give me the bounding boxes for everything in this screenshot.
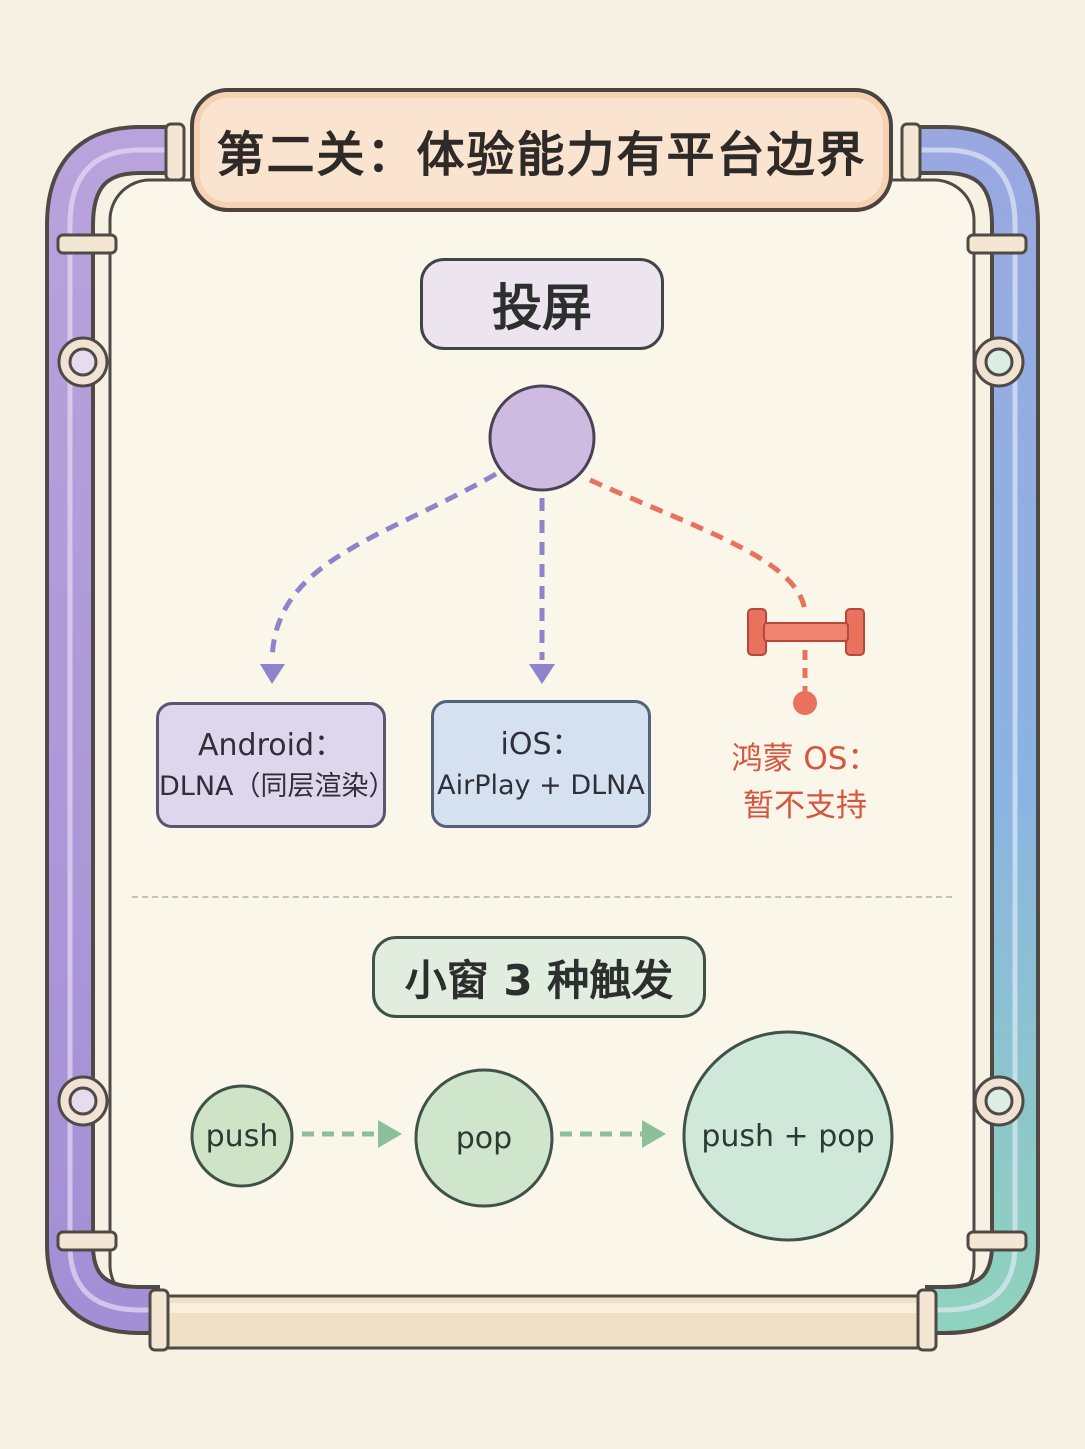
level-title-banner: 第二关：体验能力有平台边界	[190, 88, 893, 212]
cast-heading: 投屏	[420, 258, 664, 350]
harmony-detail: 暂不支持	[743, 787, 867, 824]
pipe-joint	[966, 1230, 1028, 1252]
pipe-joint	[56, 233, 118, 255]
ios-platform-box: iOS： AirPlay + DLNA	[431, 700, 651, 828]
pipe-joint	[56, 1230, 118, 1252]
trigger-label-push: push	[205, 1118, 279, 1154]
android-platform-box: Android： DLNA（同层渲染）	[156, 702, 396, 828]
trigger-node-push-pop	[682, 1030, 894, 1242]
harmony-endpoint	[793, 691, 817, 715]
pipe-joint	[916, 1288, 938, 1352]
pipe-joint	[148, 1288, 170, 1352]
trigger-node-pop	[414, 1068, 554, 1208]
ios-detail: AirPlay + DLNA	[437, 770, 645, 802]
android-detail: DLNA（同层渲染）	[159, 771, 396, 803]
pipe-joint	[966, 233, 1028, 255]
pipe-joint	[164, 122, 186, 182]
trigger-label-push-pop: push + pop	[701, 1118, 875, 1154]
android-name: Android：	[198, 727, 344, 763]
arrow-head-ios	[529, 664, 555, 684]
level-title: 第二关：体验能力有平台边界	[216, 127, 867, 183]
arrow-to-harmony	[588, 477, 808, 613]
arrow-to-android	[269, 471, 498, 661]
section-divider	[132, 896, 952, 898]
ios-name: iOS：	[500, 726, 582, 762]
trigger-label-pop: pop	[455, 1120, 513, 1156]
harmony-name: 鸿蒙 OS：	[731, 741, 879, 777]
cast-source-node	[488, 384, 596, 492]
harmony-platform-label: 鸿蒙 OS： 暂不支持	[700, 736, 910, 829]
trigger-node-push	[190, 1084, 294, 1188]
blocked-barrier-icon	[747, 608, 865, 656]
mini-window-heading: 小窗 3 种触发	[372, 936, 706, 1018]
pipe-joint	[900, 122, 922, 182]
arrow-head-android	[260, 664, 285, 684]
